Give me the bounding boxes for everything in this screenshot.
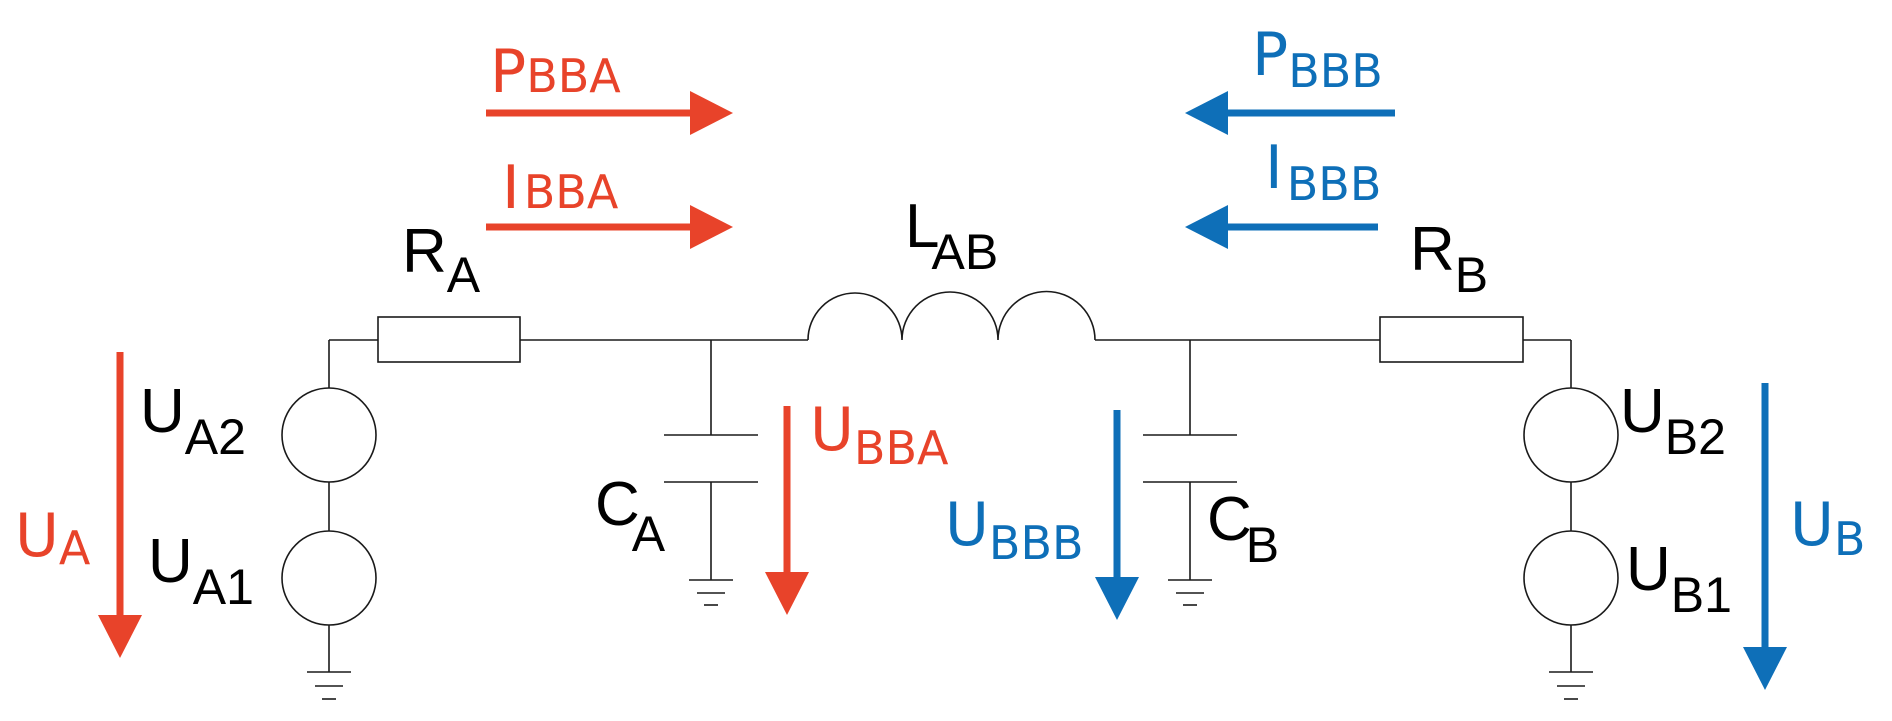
label-u-a2: UA2 [140, 377, 246, 465]
arrow-i-bba [486, 205, 733, 249]
label-i-bba: IBBA [502, 153, 619, 223]
resistor-a [377, 316, 521, 363]
label-u-a: UA [15, 501, 91, 575]
inductor-lab [807, 290, 1096, 341]
label-i-bbb: IBBB [1265, 133, 1381, 211]
arrow-u-bbb [1095, 410, 1139, 620]
resistor-b [1379, 316, 1524, 363]
label-c-b: CB [1207, 485, 1279, 573]
ground-icon-left [307, 671, 351, 700]
voltage-source-ua2 [281, 387, 377, 483]
label-u-b: UB [1790, 490, 1865, 566]
capacitor-b [1143, 434, 1237, 483]
voltage-source-ua1 [281, 530, 377, 626]
label-u-b2: UB2 [1620, 377, 1726, 465]
voltage-source-ub2 [1523, 387, 1619, 483]
label-u-bba: UBBA [810, 395, 949, 475]
label-p-bba: PBBA [490, 37, 621, 107]
arrow-u-bba [765, 406, 809, 615]
label-r-a: RA [402, 217, 481, 303]
label-c-a: CA [595, 470, 666, 562]
label-u-bbb: UBBB [945, 490, 1084, 570]
label-u-b1: UB1 [1626, 535, 1732, 623]
voltage-source-ub1 [1523, 530, 1619, 626]
arrow-u-b [1743, 383, 1787, 690]
label-p-bbb: PBBB [1252, 20, 1383, 98]
ground-icon-right [1549, 671, 1593, 700]
arrow-p-bba [486, 91, 733, 135]
capacitor-a [664, 434, 758, 483]
label-r-b: RB [1410, 215, 1488, 303]
label-u-a1: UA1 [148, 527, 254, 615]
ground-icon-cb [1168, 579, 1212, 606]
ground-icon-ca [689, 579, 733, 606]
arrow-u-a [98, 352, 142, 658]
label-l-ab: LAB [905, 192, 998, 280]
arrow-i-bbb [1185, 205, 1378, 249]
arrow-p-bbb [1185, 91, 1395, 135]
